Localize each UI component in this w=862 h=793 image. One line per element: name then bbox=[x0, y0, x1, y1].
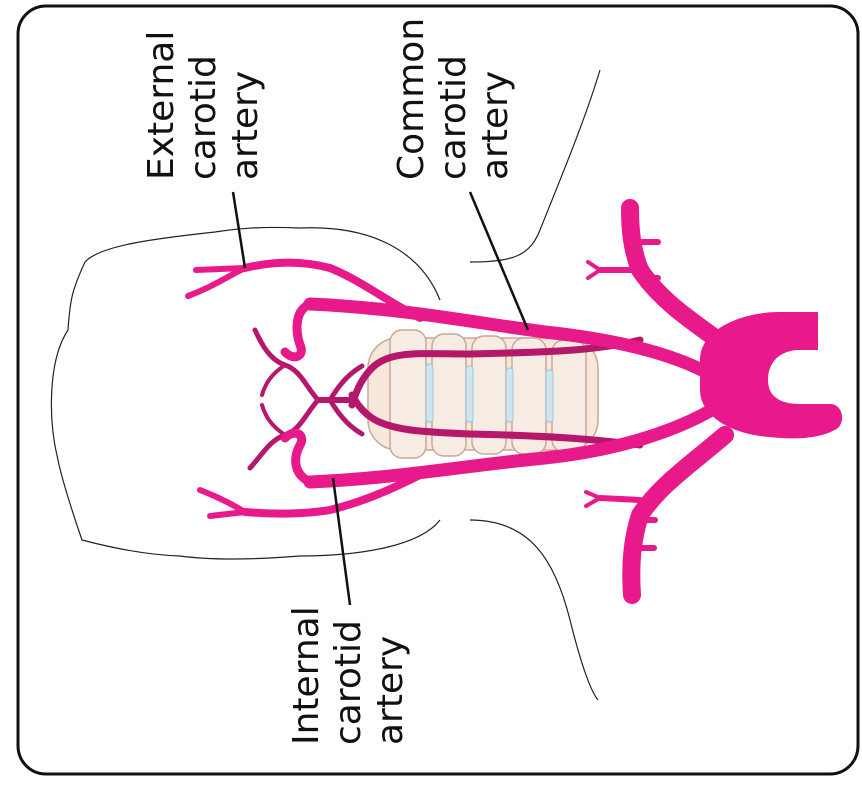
label-line: Common bbox=[391, 18, 432, 180]
label-line: artery bbox=[370, 636, 411, 745]
label-line: carotid bbox=[328, 620, 369, 745]
label-line: External bbox=[141, 31, 182, 180]
common-carotid-leader bbox=[470, 192, 528, 330]
label-line: carotid bbox=[183, 55, 224, 180]
intervertebral-disc bbox=[466, 366, 473, 422]
internal-carotid-leader bbox=[333, 478, 350, 605]
intervertebral-disc bbox=[506, 368, 513, 422]
intervertebral-disc bbox=[546, 370, 553, 422]
vertebra bbox=[390, 330, 426, 458]
aortic-arch bbox=[700, 312, 842, 438]
label-line: carotid bbox=[433, 55, 474, 180]
label-line: Internal bbox=[286, 606, 327, 745]
intervertebral-disc bbox=[426, 364, 433, 422]
label-common-carotid: Common carotid artery bbox=[391, 18, 516, 180]
label-external-carotid: External carotid artery bbox=[141, 31, 266, 180]
label-line: artery bbox=[225, 71, 266, 180]
label-internal-carotid: Internal carotid artery bbox=[286, 606, 411, 745]
label-line: artery bbox=[475, 71, 516, 180]
